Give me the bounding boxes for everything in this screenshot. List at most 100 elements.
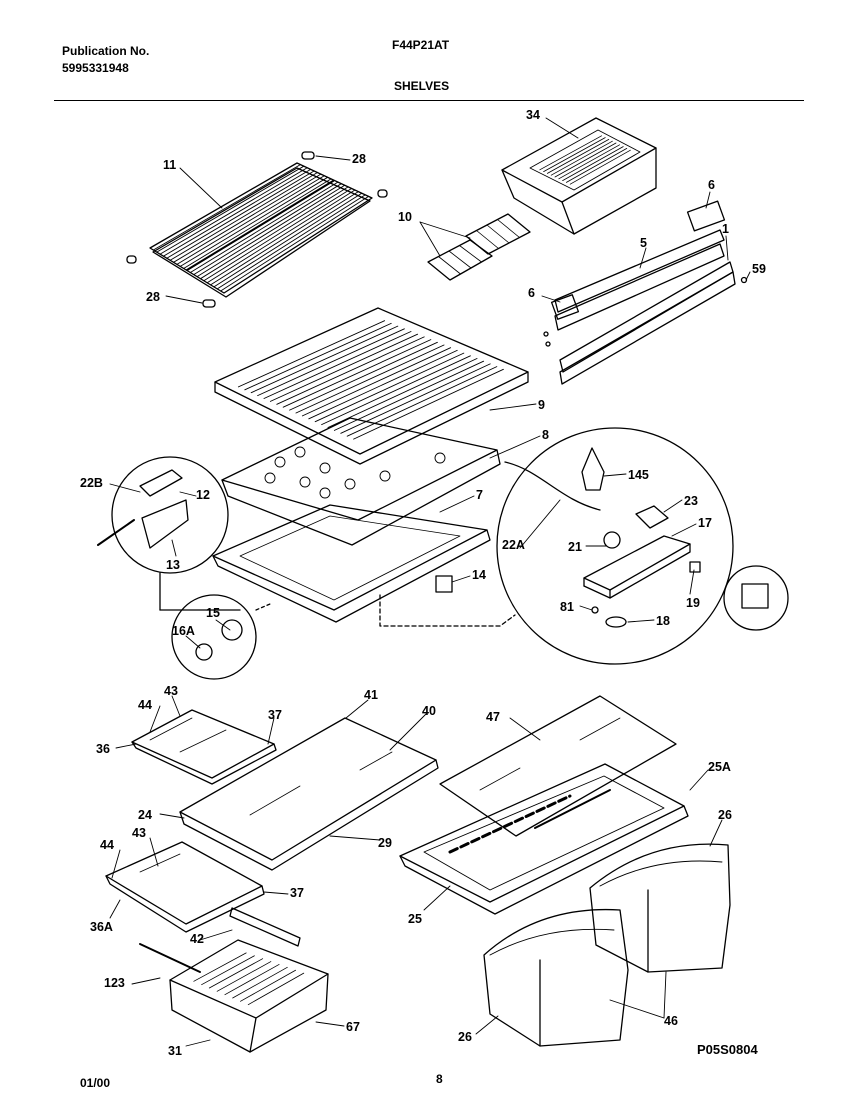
hatch-line (314, 352, 465, 423)
hatch-line (671, 523, 697, 537)
hatch-line (232, 966, 288, 999)
hatch-line (327, 358, 478, 428)
switch-part (741, 583, 769, 609)
hatch-line (301, 347, 452, 417)
callout-6a: 6 (708, 178, 715, 192)
hatch-line (189, 181, 339, 273)
hatch-line (340, 363, 491, 434)
hatch-line (663, 971, 667, 1019)
hatch-line (554, 142, 617, 178)
hatch-line (203, 188, 352, 282)
hatch-line (169, 172, 318, 261)
hatch-line (438, 256, 461, 275)
hatch-line (220, 195, 370, 292)
hatch-line (206, 189, 356, 284)
hatch-line (208, 958, 264, 989)
header-rule (54, 100, 804, 101)
footer-date: 01/00 (80, 1076, 111, 1090)
hatch-line (439, 495, 475, 513)
hatch-line (451, 575, 471, 583)
wire-shelf-part (149, 162, 373, 298)
hatch-line (558, 144, 620, 180)
model-number: F44P21AT (392, 38, 450, 52)
callout-34: 34 (526, 108, 540, 122)
hatch-line (345, 699, 369, 719)
crisper-bin-part (589, 843, 731, 973)
hatch-line (200, 186, 349, 280)
hatch-line (263, 891, 289, 895)
callout-28a: 28 (352, 152, 366, 166)
hatch-line (185, 635, 201, 649)
crisper-cover-part (439, 695, 677, 837)
large-glass-shelf-part (179, 717, 439, 871)
hatch-line (689, 569, 695, 595)
hatch-line (210, 191, 359, 286)
callout-14: 14 (472, 568, 486, 582)
callout-25: 25 (408, 912, 422, 926)
hatch-line (329, 835, 381, 841)
hatch-line (193, 183, 342, 276)
callout-59: 59 (752, 262, 766, 276)
hatch-line (156, 165, 305, 253)
hatch-line (149, 705, 161, 733)
callout-44b: 44 (100, 838, 114, 852)
hatch-line (276, 336, 425, 405)
drawing-code: P05S0804 (697, 1042, 758, 1057)
hatch-line (489, 435, 541, 459)
hatch-line (165, 295, 203, 304)
hatch-line (224, 964, 280, 996)
divider-part (212, 504, 491, 623)
callout-11: 11 (163, 158, 177, 172)
page-number: 8 (436, 1072, 443, 1086)
hatch-line (489, 403, 537, 411)
callout-37b: 37 (290, 886, 304, 900)
hatch-line (199, 929, 233, 941)
hatch-line (176, 175, 325, 265)
hatch-line (131, 977, 161, 985)
callout-36a: 36A (90, 920, 113, 934)
freezer-shelf-part (214, 307, 529, 465)
hatch-line (725, 235, 729, 261)
hatch-line (267, 717, 275, 745)
shelf-rail-part (229, 907, 301, 947)
hatch-line (109, 899, 121, 919)
callout-23: 23 (684, 494, 698, 508)
callout-7: 7 (476, 488, 483, 502)
hatch-line (185, 1039, 211, 1047)
switch-detail-circle (723, 565, 789, 631)
hatch-line (448, 250, 472, 269)
callout-46: 46 (664, 1014, 678, 1028)
callout-22b: 22B (80, 476, 103, 490)
hatch-line (163, 168, 312, 257)
hatch-line (213, 192, 363, 288)
callout-8: 8 (542, 428, 549, 442)
hatch-line (475, 1015, 499, 1035)
hatch-line (509, 717, 541, 741)
hatch-line (240, 969, 296, 1002)
hatch-line (269, 333, 419, 402)
hatch-line (663, 499, 683, 513)
hatch-line (115, 743, 137, 749)
callout-40: 40 (422, 704, 436, 718)
hatch-line (166, 170, 315, 259)
callout-15: 15 (206, 606, 220, 620)
callout-18: 18 (656, 614, 670, 628)
hatch-line (321, 355, 471, 426)
hatch-line (295, 344, 445, 414)
hatch-line (289, 341, 438, 411)
callout-67: 67 (346, 1020, 360, 1034)
hatch-line (282, 339, 432, 408)
hatch-line (497, 219, 520, 238)
damper-part (435, 575, 453, 593)
hatch-line (237, 320, 386, 388)
hatch-line (250, 325, 399, 394)
publication-label: Publication No. (62, 44, 150, 58)
ice-bin-part (501, 117, 657, 235)
callout-28b: 28 (146, 290, 160, 304)
light-socket-detail (171, 594, 271, 680)
hatch-line (539, 135, 602, 171)
hatch-line (196, 184, 346, 278)
leader-dashed (379, 594, 516, 627)
hatch-line (566, 147, 628, 183)
